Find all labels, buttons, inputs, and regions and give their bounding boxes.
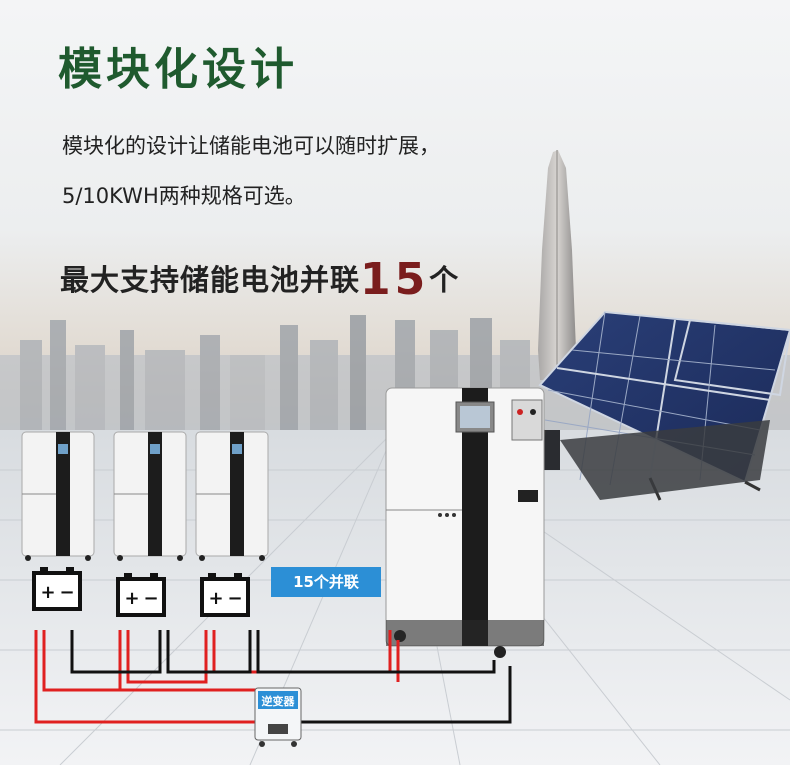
- inverter-label: 逆变器: [261, 695, 295, 708]
- svg-text:+: +: [208, 588, 223, 609]
- page-title: 模块化设计: [58, 44, 298, 95]
- svg-text:−: −: [59, 582, 74, 603]
- headline-number: 15: [360, 254, 430, 305]
- svg-text:+: +: [124, 588, 139, 609]
- svg-text:−: −: [227, 588, 242, 609]
- battery-cabinet-large: [385, 387, 545, 658]
- battery-cabinet-1: [21, 431, 95, 561]
- inverter: [254, 687, 302, 747]
- battery-symbol-3: + −: [200, 573, 250, 617]
- description-line-2: 5/10KWH两种规格可选。: [62, 184, 306, 208]
- battery-cabinet-2: [113, 431, 187, 561]
- solar-panels: [533, 310, 790, 501]
- skyscraper: [538, 150, 576, 380]
- headline-suffix: 个: [429, 263, 460, 297]
- description-line-1: 模块化的设计让储能电池可以随时扩展，: [62, 134, 440, 158]
- battery-symbol-2: + −: [116, 573, 166, 617]
- wiring: [34, 630, 512, 724]
- parallel-tag: 15个并联: [271, 567, 381, 597]
- headline-prefix: 最大支持储能电池并联: [60, 263, 361, 297]
- battery-cabinet-3: [195, 431, 269, 561]
- battery-symbol-1: + −: [32, 567, 82, 611]
- svg-text:+: +: [40, 582, 55, 603]
- svg-text:−: −: [143, 588, 158, 609]
- capacity-headline: 最大支持储能电池并联15个: [60, 258, 459, 302]
